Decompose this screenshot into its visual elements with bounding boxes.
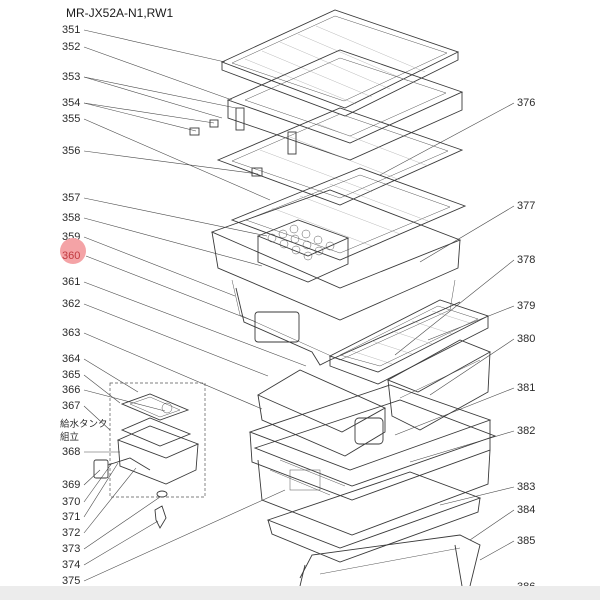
part-chilled-case bbox=[210, 189, 462, 366]
label-382[interactable]: 382 bbox=[517, 425, 535, 437]
part-drawer-384 bbox=[266, 471, 482, 563]
jp-label-line1: 給水タンク bbox=[60, 418, 108, 430]
label-374[interactable]: 374 bbox=[62, 559, 80, 571]
label-376[interactable]: 376 bbox=[517, 97, 535, 109]
label-373[interactable]: 373 bbox=[62, 543, 80, 555]
part-drawer-385 bbox=[299, 534, 481, 587]
label-361[interactable]: 361 bbox=[62, 276, 80, 288]
label-364[interactable]: 364 bbox=[62, 353, 80, 365]
label-384[interactable]: 384 bbox=[517, 504, 535, 516]
label-368[interactable]: 368 bbox=[62, 446, 80, 458]
right-label-column: 376 377 378 379 380 381 382 383 384 385 … bbox=[517, 97, 535, 593]
label-385[interactable]: 385 bbox=[517, 535, 535, 547]
label-355[interactable]: 355 bbox=[62, 113, 80, 125]
label-378[interactable]: 378 bbox=[517, 254, 535, 266]
label-366[interactable]: 366 bbox=[62, 384, 80, 396]
leader-lines bbox=[83, 29, 515, 582]
label-358[interactable]: 358 bbox=[62, 212, 80, 224]
jp-label-line2: 組立 bbox=[60, 431, 79, 443]
label-371[interactable]: 371 bbox=[62, 511, 80, 523]
label-362[interactable]: 362 bbox=[62, 298, 80, 310]
model-title: MR-JX52A-N1,RW1 bbox=[66, 6, 173, 20]
label-365[interactable]: 365 bbox=[62, 369, 80, 381]
part-tray-378 bbox=[328, 299, 490, 385]
bottom-strip bbox=[0, 586, 600, 600]
part-clips-354 bbox=[189, 119, 219, 136]
part-frame-352 bbox=[226, 49, 464, 161]
label-360[interactable]: 360 bbox=[62, 250, 80, 262]
label-375[interactable]: 375 bbox=[62, 575, 80, 587]
label-363[interactable]: 363 bbox=[62, 327, 80, 339]
label-381[interactable]: 381 bbox=[517, 382, 535, 394]
part-drawer-380 bbox=[386, 339, 492, 431]
label-354[interactable]: 354 bbox=[62, 97, 80, 109]
label-367[interactable]: 367 bbox=[62, 400, 80, 412]
label-380[interactable]: 380 bbox=[517, 333, 535, 345]
label-369[interactable]: 369 bbox=[62, 479, 80, 491]
label-372[interactable]: 372 bbox=[62, 527, 80, 539]
label-379[interactable]: 379 bbox=[517, 300, 535, 312]
part-top-cover bbox=[220, 9, 460, 117]
label-377[interactable]: 377 bbox=[517, 200, 535, 212]
part-lower-frame-382 bbox=[253, 399, 497, 536]
highlight-circle bbox=[60, 238, 86, 264]
part-holder-356 bbox=[251, 167, 263, 177]
water-tank-assembly-box bbox=[93, 382, 206, 529]
label-383[interactable]: 383 bbox=[517, 481, 535, 493]
label-352[interactable]: 352 bbox=[62, 41, 80, 53]
left-label-column: 351 352 353 354 355 356 357 358 359 360 … bbox=[60, 24, 108, 587]
part-glass-shelf-377 bbox=[230, 167, 467, 261]
label-351[interactable]: 351 bbox=[62, 24, 80, 36]
label-357[interactable]: 357 bbox=[62, 192, 80, 204]
part-vegetable-case bbox=[248, 369, 492, 501]
part-glass-shelf-376 bbox=[216, 107, 464, 206]
part-egg-tray bbox=[256, 219, 350, 283]
label-356[interactable]: 356 bbox=[62, 145, 80, 157]
label-370[interactable]: 370 bbox=[62, 496, 80, 508]
label-353[interactable]: 353 bbox=[62, 71, 80, 83]
